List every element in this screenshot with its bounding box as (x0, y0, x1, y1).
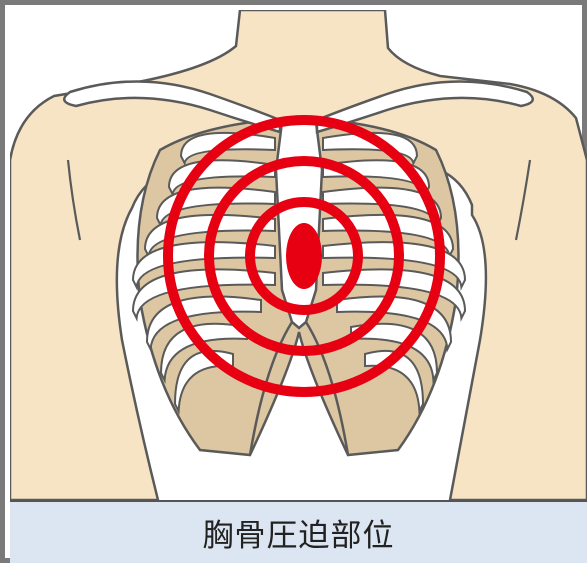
target-center (286, 223, 322, 289)
caption-label: 胸骨圧迫部位 (203, 510, 395, 555)
concentric-rings-icon (168, 120, 440, 392)
caption-bar: 胸骨圧迫部位 (10, 500, 587, 563)
chest-illustration (10, 10, 587, 500)
